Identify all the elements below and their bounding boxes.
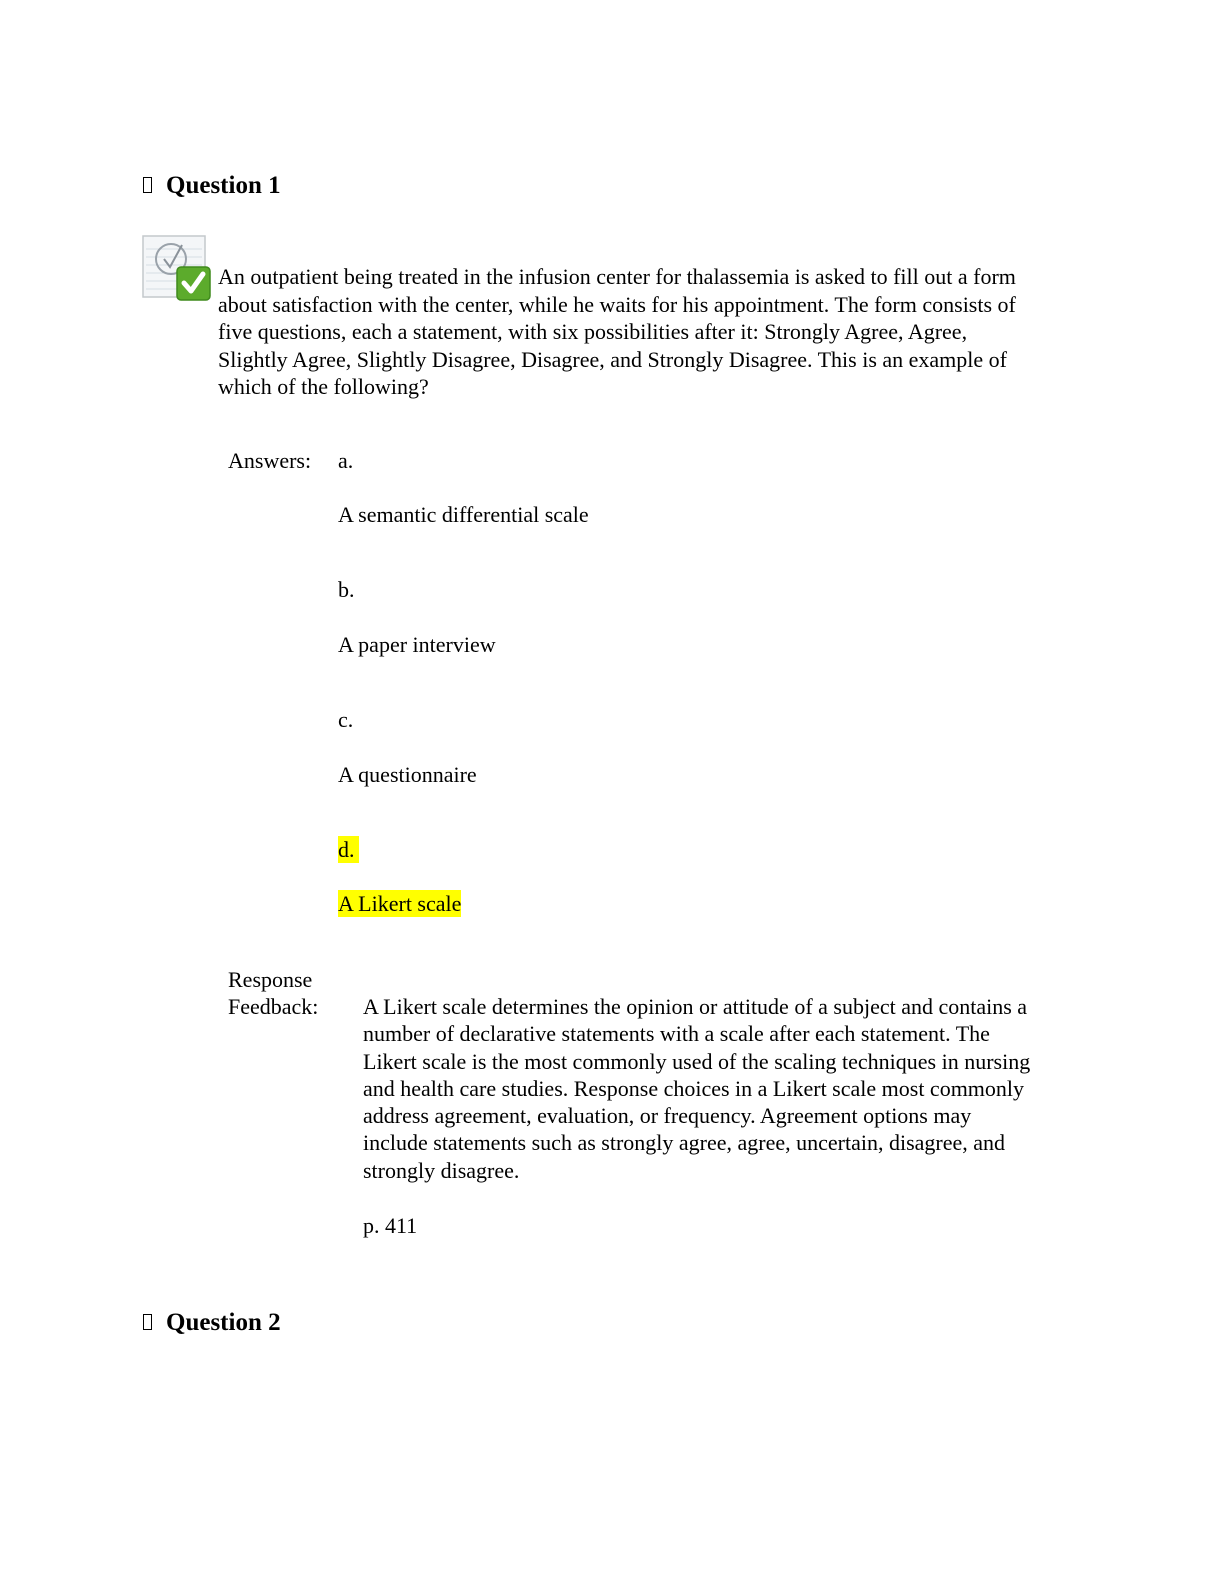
question-1-heading: Question 1 <box>143 171 281 201</box>
option-d-text-highlighted: A Likert scale <box>338 890 462 917</box>
question-1-title: Question 1 <box>166 172 281 199</box>
response-feedback-label: Response Feedback: <box>228 967 319 1019</box>
bullet-box-icon <box>143 1314 152 1330</box>
bullet-box-icon <box>143 177 152 193</box>
question-2-title: Question 2 <box>166 1309 281 1336</box>
response-feedback-text: A Likert scale determines the opinion or… <box>363 994 1031 1183</box>
option-a-letter: a. <box>338 448 354 473</box>
question-2-heading: Question 2 <box>143 1308 281 1338</box>
option-c-letter: c. <box>338 707 354 732</box>
option-c-text: A questionnaire <box>338 762 477 787</box>
question-1-text: An outpatient being treated in the infus… <box>218 264 1016 399</box>
feedback-page-reference: p. 411 <box>363 1213 418 1238</box>
answers-label: Answers: <box>228 448 312 473</box>
correct-check-icon <box>142 235 211 301</box>
option-d-letter-highlighted: d. <box>338 836 359 863</box>
option-b-text: A paper interview <box>338 632 496 657</box>
option-b-letter: b. <box>338 577 355 602</box>
option-a-text: A semantic differential scale <box>338 502 589 527</box>
